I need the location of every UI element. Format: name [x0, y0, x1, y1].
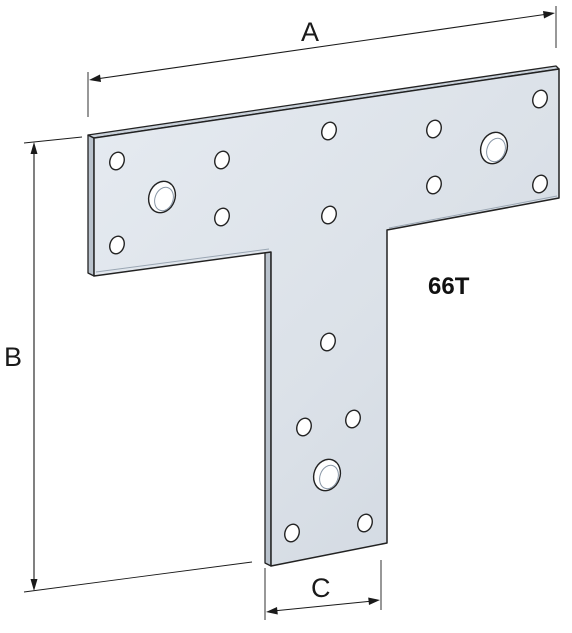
dimension-b-extension-bottom — [23, 561, 253, 593]
t-plate — [87, 65, 560, 567]
bolt-hole-shade — [154, 186, 174, 212]
dimension-c-line — [272, 600, 374, 612]
dimension-a-label: A — [301, 17, 319, 47]
dimension-b: B — [4, 136, 253, 593]
dimension-c-arrow-right — [368, 597, 380, 605]
nail-hole — [532, 174, 548, 194]
plate-edge-highlight — [95, 195, 558, 273]
nail-hole — [109, 235, 125, 255]
bolt-hole-shade — [319, 464, 339, 490]
plate-face — [93, 68, 560, 567]
nail-hole — [426, 119, 442, 139]
dimension-b-label: B — [4, 342, 22, 372]
nail-hole — [214, 150, 230, 170]
dimension-a-line — [95, 13, 549, 80]
nail-hole — [357, 513, 373, 533]
nail-hole — [321, 205, 337, 225]
dimension-b-extension-top — [23, 136, 83, 144]
bolt-hole-shade — [486, 137, 506, 163]
dimension-a-arrow-right — [543, 11, 555, 19]
nail-hole — [321, 121, 337, 141]
dimension-b-arrow-bottom — [30, 579, 38, 591]
dimension-c: C — [264, 560, 382, 620]
plate-edge-thickness — [87, 134, 95, 277]
dimension-a-arrow-left — [89, 74, 101, 82]
nail-hole — [320, 332, 336, 352]
nail-hole — [109, 151, 125, 171]
nail-hole — [214, 207, 230, 227]
plate-edge-stem — [264, 248, 272, 567]
nail-hole — [345, 409, 361, 429]
nail-hole — [296, 417, 312, 437]
holes — [109, 89, 548, 543]
dimension-c-label: C — [311, 573, 331, 603]
nail-hole — [532, 89, 548, 109]
dimension-b-arrow-top — [30, 142, 38, 154]
dimension-c-arrow-left — [266, 607, 278, 615]
nail-hole — [426, 175, 442, 195]
dimension-a: A — [87, 6, 557, 117]
nail-hole — [284, 523, 300, 543]
model-label: 66T — [428, 273, 470, 300]
